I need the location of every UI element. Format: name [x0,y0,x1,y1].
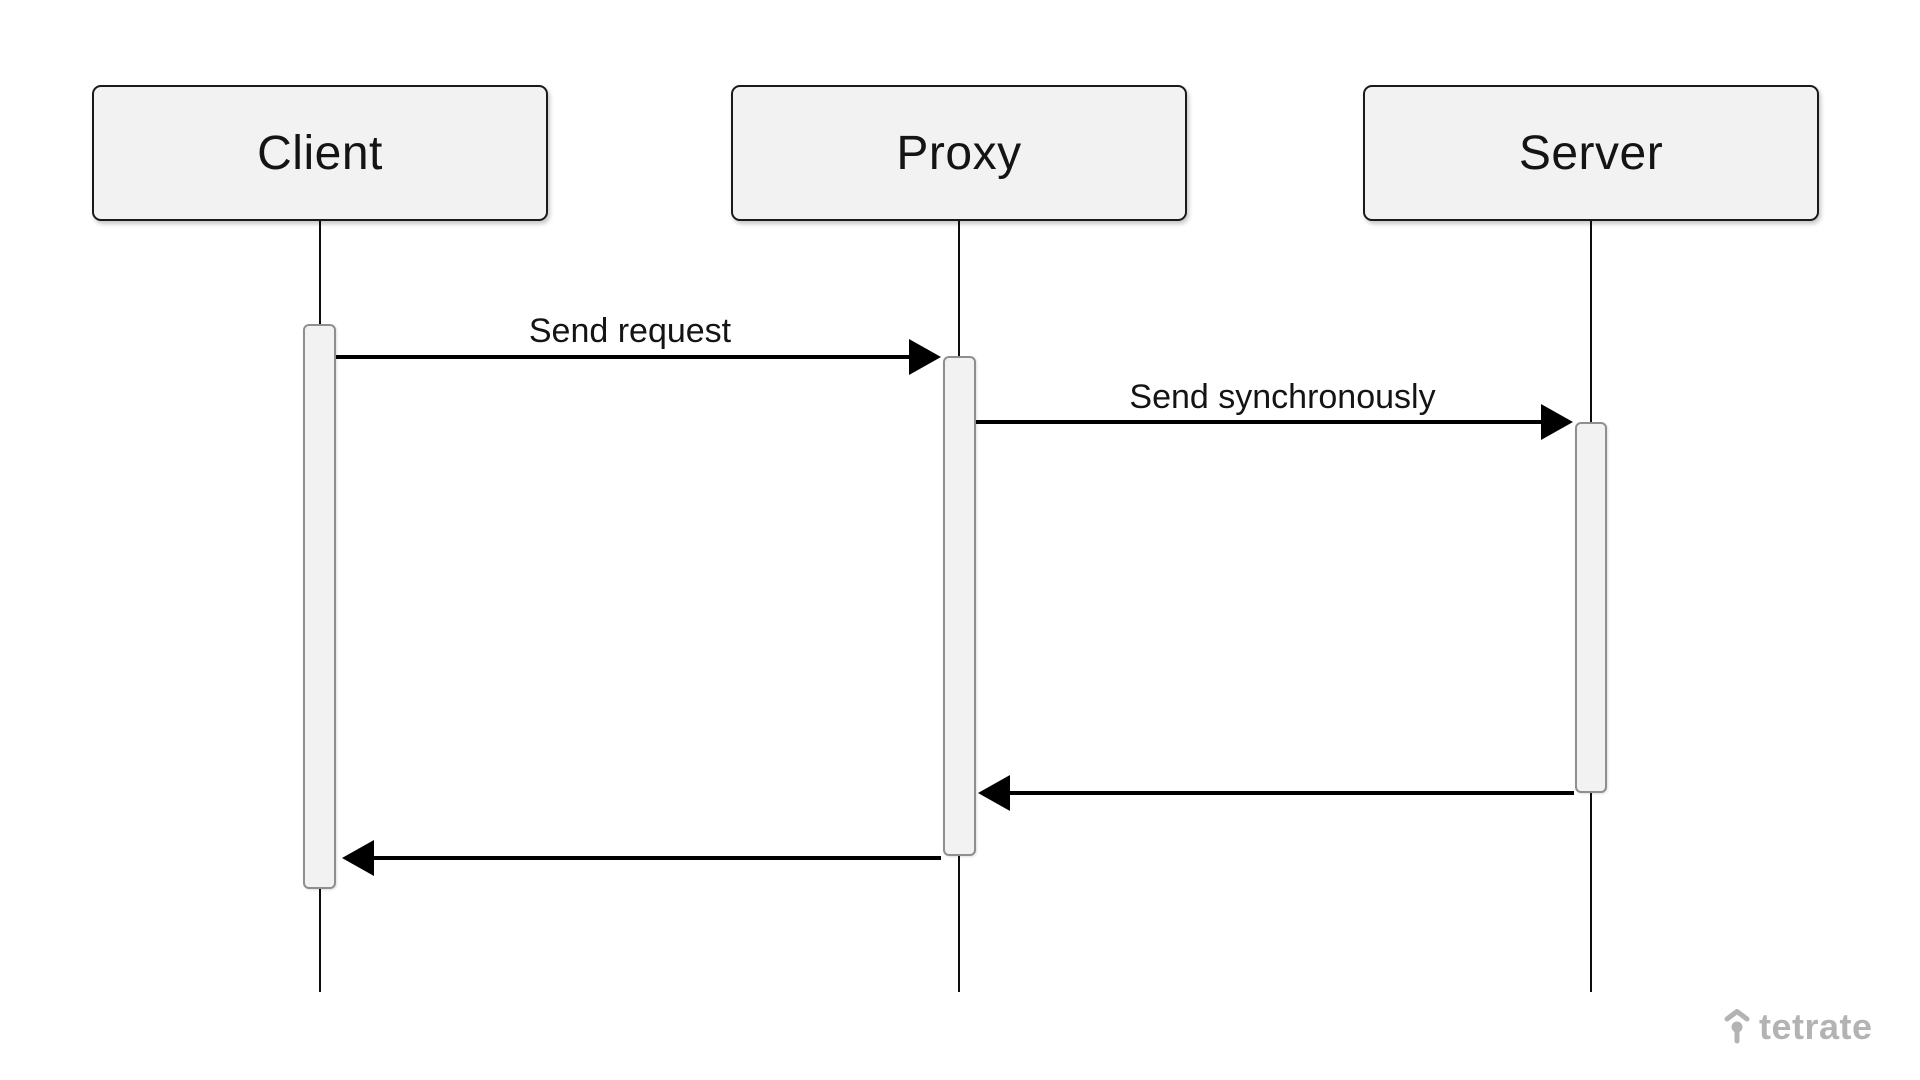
actor-box-proxy: Proxy [731,85,1187,221]
arrowhead-left-icon [978,775,1010,811]
actor-label-proxy: Proxy [896,126,1022,180]
actor-box-server: Server [1363,85,1819,221]
message-label-send-request: Send request [528,312,732,350]
actor-box-client: Client [92,85,548,221]
actor-label-client: Client [257,126,383,180]
arrowhead-right-icon [1541,404,1573,440]
tetrate-logo-text: tetrate [1759,1006,1873,1047]
actor-label-server: Server [1518,126,1664,180]
activation-bar-client [303,324,336,889]
arrowhead-left-icon [342,840,374,876]
message-line-send-request [336,355,915,359]
message-line-server-return [1008,791,1574,795]
message-label-send-synchronously: Send synchronously [1129,378,1436,416]
tetrate-mark-icon [1724,1008,1750,1046]
message-line-send-synchronously [976,420,1543,424]
message-line-proxy-return [372,856,941,860]
arrowhead-right-icon [909,339,941,375]
activation-bar-server [1575,422,1607,793]
tetrate-logo: tetrate [1724,1006,1873,1048]
activation-bar-proxy [943,356,976,856]
